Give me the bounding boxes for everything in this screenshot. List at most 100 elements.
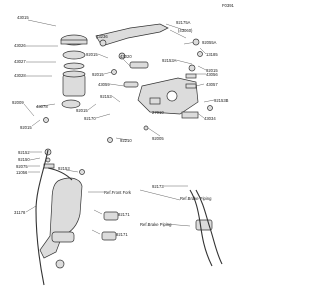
label-92152: 92152 <box>18 150 30 155</box>
leader-31178 <box>25 205 37 213</box>
leader-92015b <box>103 71 113 75</box>
leader-92153 <box>111 95 121 103</box>
spring <box>185 83 197 89</box>
fork-lower <box>39 177 83 259</box>
leader-43020 <box>121 57 131 67</box>
leader-92015d <box>87 103 97 111</box>
label-ref-brake-piping-1: Ref.Brake Piping <box>180 196 212 201</box>
label-13185: 13185 <box>206 52 218 57</box>
bolt-92153b <box>207 105 213 111</box>
label-43028: 43028 <box>14 73 26 78</box>
label-43027: 43027 <box>14 59 26 64</box>
leader-ref-brake-piping-1 <box>165 223 191 227</box>
label-43060: (43060) <box>178 28 193 33</box>
label-43026: 43026 <box>14 43 26 48</box>
axle-boss <box>55 259 65 269</box>
pivot-collar <box>111 69 117 75</box>
pivot-bolt <box>118 52 126 60</box>
leader-92005 <box>147 127 161 137</box>
label-92015b: 92015 <box>92 72 104 77</box>
leader-13185 <box>199 47 207 55</box>
label-92210: 92210 <box>120 138 132 143</box>
leader-43059 <box>109 83 125 87</box>
diagram-artwork <box>23 19 223 286</box>
label-11056: 11056 <box>16 170 28 175</box>
bolt-92015 <box>43 117 49 123</box>
push-rod <box>123 81 139 88</box>
label-92150: 92150 <box>18 157 30 162</box>
label-92153c: 92153 <box>58 166 70 171</box>
label-92171a: 92171 <box>118 212 130 217</box>
label-92171b: 92171 <box>116 232 128 237</box>
label-ref-front-fork: Ref.Front Fork <box>104 190 131 195</box>
label-92009: 92009 <box>12 100 24 105</box>
label-92005: 92005 <box>152 136 164 141</box>
reservoir-top <box>62 70 86 78</box>
brake-lever <box>95 23 169 47</box>
diagram-id: F0391 <box>222 3 234 8</box>
leader-92150 <box>29 157 41 161</box>
label-43078: 43078 <box>36 104 48 109</box>
leader-92153c <box>65 169 79 173</box>
cylinder-bore <box>166 90 178 102</box>
leader-92015e <box>197 65 207 71</box>
caliper-mount <box>51 231 75 243</box>
label-92153b: 92153B <box>214 98 229 103</box>
label-43059: 43059 <box>98 82 110 87</box>
label-43015: 43015 <box>17 15 29 20</box>
label-92075: 92075 <box>16 164 28 169</box>
leader-92175a <box>165 23 185 31</box>
leader-92153b <box>203 99 215 103</box>
leader-92009 <box>23 103 35 117</box>
label-92153: 92153 <box>100 94 112 99</box>
label-43057: 43057 <box>206 82 218 87</box>
leader-ref-brake-piping-2 <box>139 189 181 201</box>
part-shapes <box>39 23 213 269</box>
lever-pivot <box>99 39 107 47</box>
label-92015d: 92015 <box>76 108 88 113</box>
brake-hose-main <box>35 149 49 286</box>
brake-hose-branch <box>47 167 73 181</box>
reservoir-bracket <box>61 99 81 109</box>
clamp-screw <box>197 51 203 57</box>
label-43056: 43056 <box>206 72 218 77</box>
label-92175a: 92175A <box>176 20 191 25</box>
label-43034: 43034 <box>204 116 216 121</box>
label-92015: 92015 <box>20 125 32 130</box>
label-27010: 27010 <box>152 110 164 115</box>
boot <box>188 64 196 72</box>
leader-92170 <box>95 113 111 119</box>
reservoir-diaphragm <box>62 50 86 60</box>
brake-switch <box>149 97 161 105</box>
label-92055a: 92055A <box>202 40 217 45</box>
leader-92015 <box>31 119 41 127</box>
clamp-bolt <box>192 38 200 46</box>
reservoir-cap-rim <box>60 39 88 45</box>
label-43020: 43020 <box>120 54 132 59</box>
leader-92171a <box>93 209 103 215</box>
clamp-92171b <box>101 231 117 241</box>
leader-43015 <box>27 19 57 27</box>
label-92153a: 92153A <box>162 58 177 63</box>
label-92015c: 92015 <box>86 52 98 57</box>
brake-piping-2 <box>195 189 223 265</box>
brake-piping-1 <box>189 189 213 267</box>
reservoir-plate <box>63 62 85 70</box>
hoses <box>35 149 223 286</box>
leader-92015c <box>97 53 109 59</box>
bolt-92153c <box>79 169 85 175</box>
label-92015e: 92015 <box>206 68 218 73</box>
leader-92210 <box>115 137 129 141</box>
label-31178: 31178 <box>14 210 26 215</box>
hose-clamp <box>43 163 55 169</box>
leader-92171b <box>91 229 101 235</box>
piston-assembly <box>129 61 149 69</box>
label-ref-brake-piping-2: Ref.Brake Piping <box>140 222 172 227</box>
leader-92153a <box>175 59 193 65</box>
label-13236: 13236 <box>96 34 108 39</box>
label-92170: 92170 <box>84 116 96 121</box>
parts-diagram: F0391 43015 43026 43027 43028 43078 9200… <box>12 3 234 286</box>
washer-92210 <box>107 137 113 143</box>
clamp-92171a <box>103 211 119 221</box>
leader-43057 <box>195 83 205 87</box>
